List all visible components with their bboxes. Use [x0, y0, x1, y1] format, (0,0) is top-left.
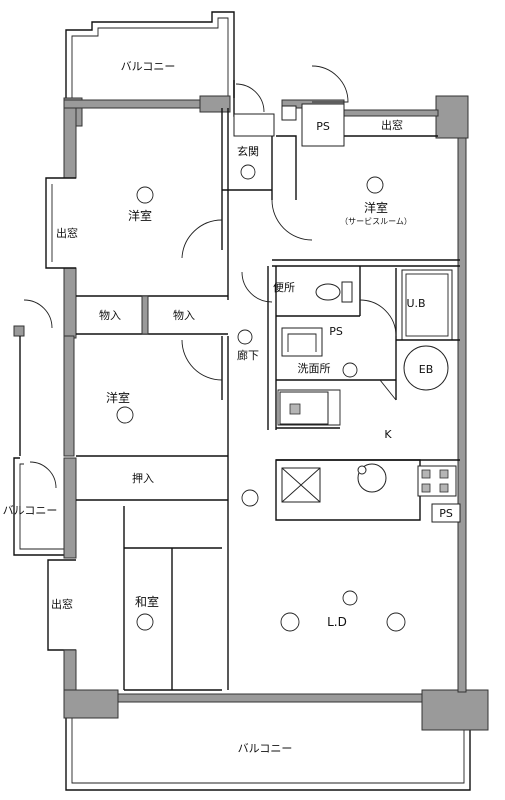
toilet-label: 便所: [273, 281, 295, 294]
closet-label: 押入: [132, 471, 154, 485]
fixtures: [116, 164, 461, 632]
balcony-left-outline: [13, 457, 66, 556]
ps-top-label: PS: [316, 120, 330, 133]
washroom-label: 洗面所: [298, 362, 331, 375]
bay-window-sw-label: 出窓: [51, 597, 73, 611]
eb-label: EB: [419, 363, 434, 376]
bay-window-top-label: 出窓: [381, 118, 403, 132]
ps-mid-label: PS: [329, 325, 343, 338]
living-dining-label: L.D: [327, 615, 347, 629]
interior-walls: [76, 80, 460, 691]
balcony-bottom-label: バルコニー: [238, 742, 293, 755]
bay-window-left-label: 出窓: [56, 226, 78, 240]
western-room-nw-label: 洋室: [128, 208, 152, 223]
western-room-ne-label: 洋室: [364, 200, 388, 215]
outer-walls: [13, 95, 489, 731]
storage-1-label: 物入: [99, 308, 121, 322]
ps-kitchen-label: PS: [439, 507, 453, 520]
western-room-w-label: 洋室: [106, 390, 130, 405]
japanese-room-label: 和室: [135, 594, 159, 609]
service-room-label: （サービスルーム）: [340, 217, 412, 226]
corridor-label: 廊下: [237, 348, 259, 362]
doors: [23, 65, 397, 489]
balcony-top-label: バルコニー: [121, 60, 176, 73]
unit-bath-label: U.B: [406, 297, 425, 310]
storage-2-label: 物入: [173, 308, 195, 322]
entrance-label: 玄関: [237, 144, 259, 158]
balcony-top-outline: [65, 11, 235, 98]
balcony-bottom-outline: [65, 712, 471, 791]
balcony-left-label: バルコニー: [3, 504, 58, 517]
kitchen-label: K: [384, 428, 392, 441]
